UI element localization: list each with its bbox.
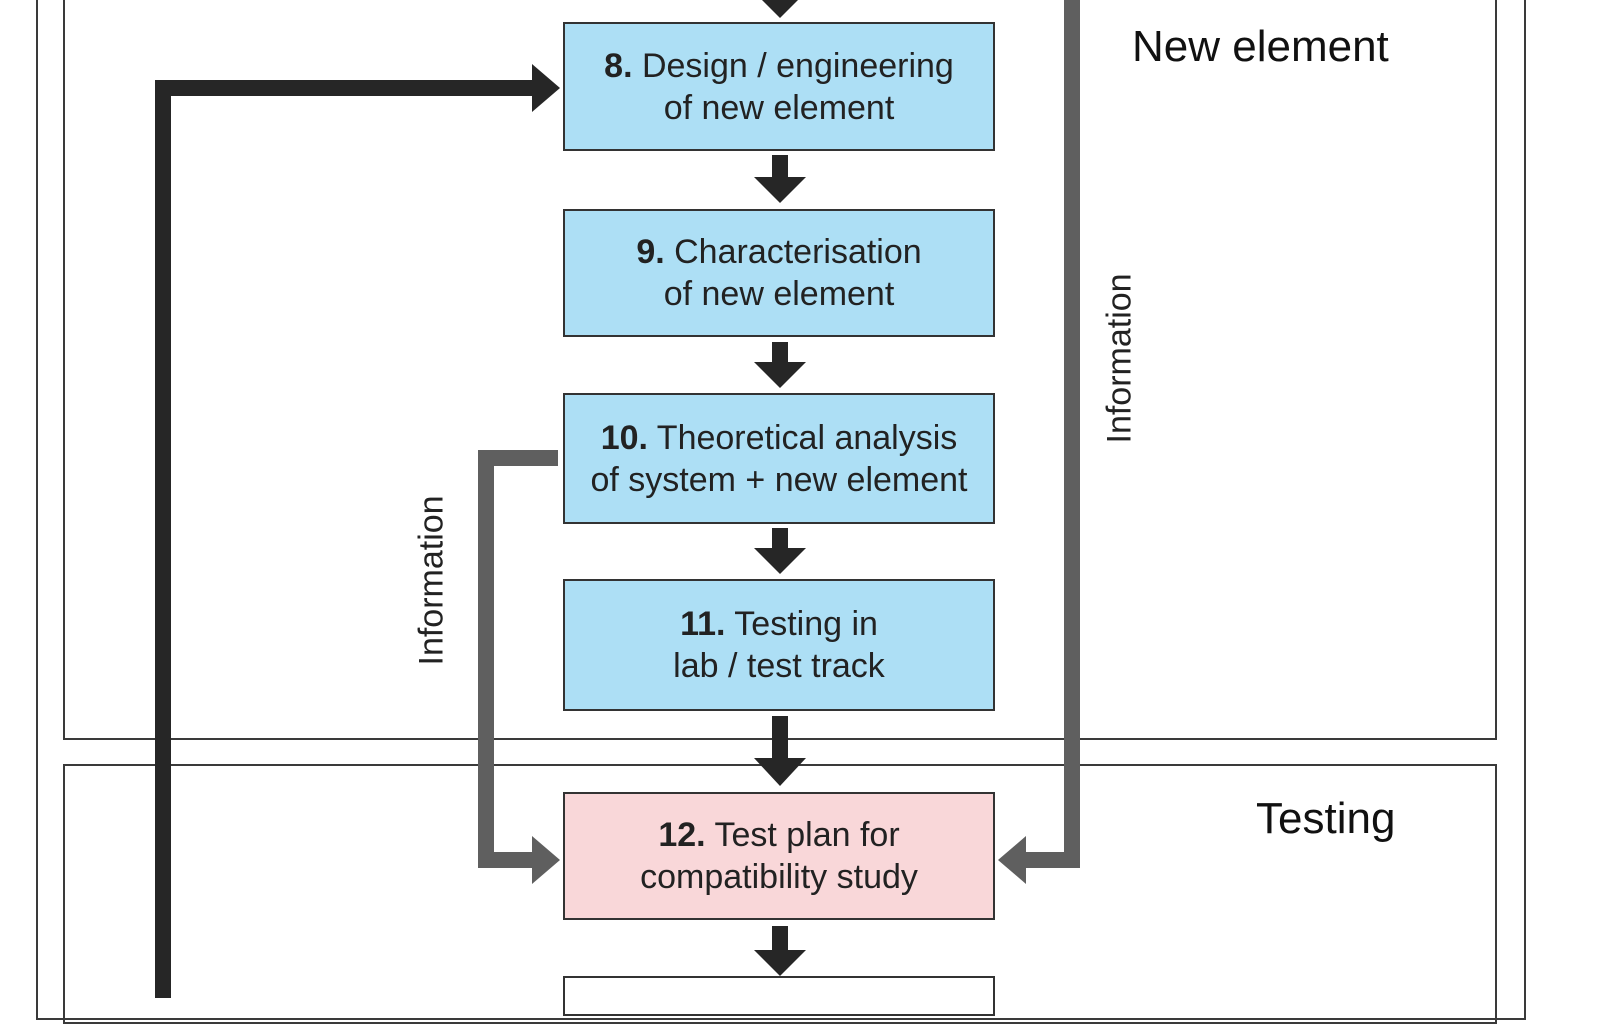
next-step-box-partial bbox=[563, 976, 995, 1016]
arrow-11-to-12 bbox=[754, 716, 806, 786]
step-11-line2: lab / test track bbox=[673, 647, 885, 685]
step-12-box: 12. Test plan for compatibility study bbox=[563, 792, 995, 920]
section-testing-label: Testing bbox=[1256, 794, 1396, 843]
step-11-text1: Testing in bbox=[725, 605, 878, 643]
step-11-line1: 11. Testing in bbox=[680, 603, 878, 645]
information-label-right: Information bbox=[1100, 273, 1139, 444]
step-8-box: 8. Design / engineering of new element bbox=[563, 22, 995, 151]
step-12-line2: compatibility study bbox=[640, 858, 918, 896]
step-10-text1: Theoretical analysis bbox=[647, 418, 958, 457]
step-8-line1: 8. Design / engineering bbox=[604, 45, 954, 87]
step-12-number: 12. bbox=[658, 816, 706, 854]
information-arrow-left bbox=[478, 450, 560, 884]
arrow-9-to-10 bbox=[754, 342, 806, 388]
arrow-10-to-11 bbox=[754, 528, 806, 574]
step-9-box: 9. Characterisation of new element bbox=[563, 209, 995, 337]
step-10-line1: 10. Theoretical analysis bbox=[601, 417, 958, 459]
arrow-8-to-9 bbox=[754, 155, 806, 203]
information-arrow-right bbox=[998, 0, 1080, 884]
step-10-number: 10. bbox=[600, 418, 648, 457]
step-9-line2: of new element bbox=[663, 275, 895, 313]
step-9-text1: Characterisation bbox=[664, 233, 922, 271]
step-11-box: 11. Testing in lab / test track bbox=[563, 579, 995, 711]
connector-layer bbox=[155, 0, 1080, 998]
step-11-number: 11. bbox=[680, 605, 726, 643]
step-12-line1: 12. Test plan for bbox=[658, 814, 899, 856]
step-9-number: 9. bbox=[636, 233, 665, 271]
section-new-element-label: New element bbox=[1132, 22, 1389, 71]
arrow-into-step-8 bbox=[762, 0, 798, 18]
arrow-12-to-next bbox=[754, 926, 806, 976]
step-10-box: 10. Theoretical analysis of system + new… bbox=[563, 393, 995, 524]
step-10-line2: of system + new element bbox=[590, 460, 968, 499]
step-12-text1: Test plan for bbox=[705, 816, 900, 854]
step-8-text1: Design / engineering bbox=[632, 46, 954, 85]
feedback-arrow-to-step-8 bbox=[155, 64, 560, 998]
information-label-left: Information bbox=[412, 495, 451, 666]
step-8-number: 8. bbox=[604, 46, 633, 85]
step-9-line1: 9. Characterisation bbox=[636, 231, 921, 273]
step-8-line2: of new element bbox=[663, 88, 895, 127]
